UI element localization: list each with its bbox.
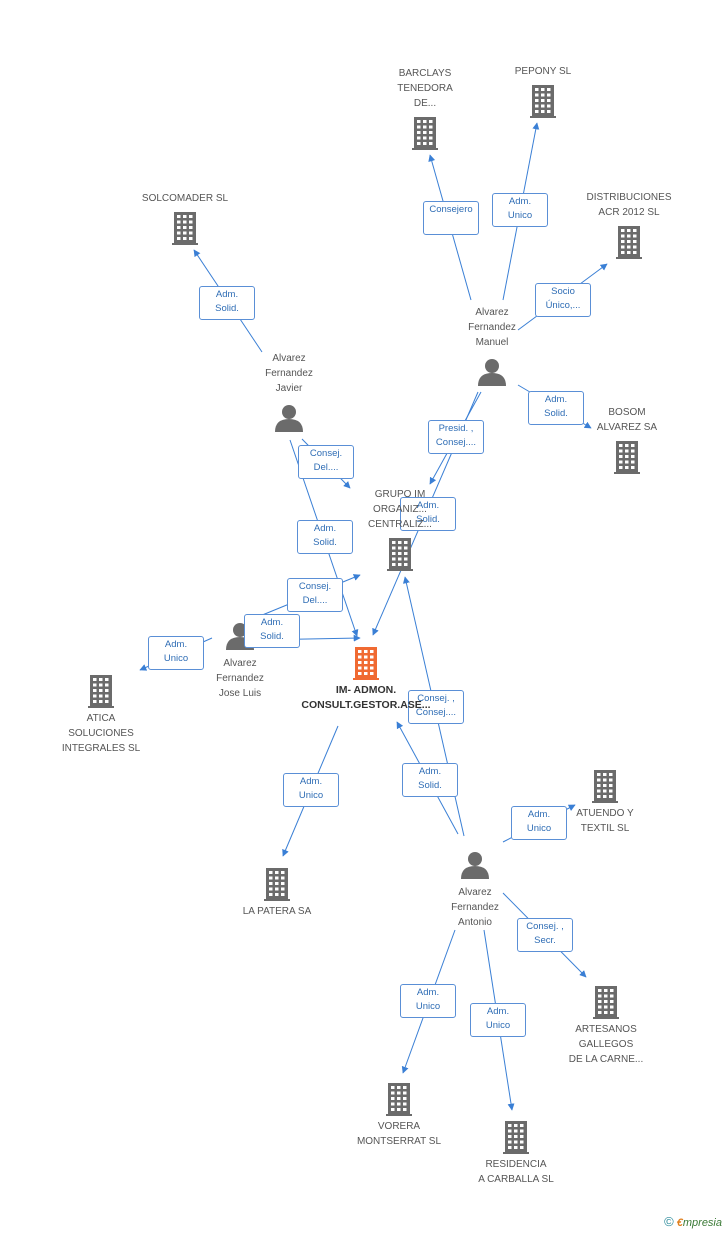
- brand-logo-e: €: [676, 1217, 683, 1229]
- relation-label-antonio-residencia[interactable]: Adm. Unico: [470, 1003, 526, 1037]
- relation-label-antonio-grupo[interactable]: Consej. , Consej....: [408, 690, 464, 724]
- relation-label-manuel-barclays[interactable]: Consejero: [423, 201, 479, 235]
- relation-label-antonio-artesanos[interactable]: Consej. , Secr.: [517, 918, 573, 952]
- node-label-atica: ATICA SOLUCIONES INTEGRALES SL: [61, 713, 141, 754]
- relation-label-im-patera[interactable]: Adm. Unico: [283, 773, 339, 807]
- company-icon-patera[interactable]: [264, 868, 290, 901]
- node-label-grupo: GRUPO IM ORGANIZ... CENTRALIZ...: [368, 489, 432, 530]
- company-icon-artesanos[interactable]: [593, 986, 619, 1019]
- relation-label-javier-solcomader[interactable]: Adm. Solid.: [199, 286, 255, 320]
- relation-label-javier-im[interactable]: Adm. Solid.: [297, 520, 353, 554]
- node-label-solcomader: SOLCOMADER SL: [141, 193, 229, 204]
- node-label-patera: LA PATERA SA: [242, 906, 312, 917]
- relation-label-joseluis-grupo[interactable]: Consej. Del....: [287, 578, 343, 612]
- node-label-vorera: VORERA MONTSERRAT SL: [356, 1121, 442, 1147]
- brand-name: mpresia: [682, 1217, 722, 1229]
- relation-label-manuel-bosom[interactable]: Adm. Solid.: [528, 391, 584, 425]
- company-icon-atica[interactable]: [88, 675, 114, 708]
- company-icon-residencia[interactable]: [503, 1121, 529, 1154]
- copyright-icon: ©: [664, 1214, 674, 1229]
- company-icon-pepony[interactable]: [530, 85, 556, 118]
- relation-label-manuel-pepony[interactable]: Adm. Unico: [492, 193, 548, 227]
- company-icon-vorera[interactable]: [386, 1083, 412, 1116]
- node-label-artesanos: ARTESANOS GALLEGOS DE LA CARNE...: [568, 1024, 644, 1065]
- person-icon-manuel[interactable]: [478, 359, 506, 386]
- company-icon-bosom[interactable]: [614, 441, 640, 474]
- node-label-residencia: RESIDENCIA A CARBALLA SL: [478, 1159, 554, 1185]
- node-label-manuel: Alvarez Fernandez Manuel: [468, 307, 516, 348]
- node-label-bosom: BOSOM ALVAREZ SA: [596, 407, 658, 433]
- company-icon-barclays[interactable]: [412, 117, 438, 150]
- node-label-antonio: Alvarez Fernandez Antonio: [451, 887, 499, 928]
- relation-label-manuel-distribuciones[interactable]: Socio Único,...: [535, 283, 591, 317]
- footer-brand: © €mpresia: [664, 1214, 722, 1229]
- node-label-distribuciones: DISTRIBUCIONES ACR 2012 SL: [586, 192, 672, 218]
- company-icon-distribuciones[interactable]: [616, 226, 642, 259]
- company-icon-im[interactable]: [353, 647, 379, 680]
- node-label-barclays: BARCLAYS TENEDORA DE...: [397, 68, 453, 109]
- node-label-atuendo: ATUENDO Y TEXTIL SL: [576, 808, 634, 834]
- relation-label-joseluis-im[interactable]: Adm. Solid.: [244, 614, 300, 648]
- relation-label-manuel-im[interactable]: Adm. Solid.: [400, 497, 456, 531]
- nodes: [88, 85, 642, 1154]
- node-label-javier: Alvarez Fernandez Javier: [265, 353, 313, 394]
- company-icon-solcomader[interactable]: [172, 212, 198, 245]
- relation-label-antonio-atuendo[interactable]: Adm. Unico: [511, 806, 567, 840]
- company-icon-grupo[interactable]: [387, 538, 413, 571]
- node-label-joseluis: Alvarez Fernandez Jose Luis: [216, 658, 264, 699]
- node-label-pepony: PEPONY SL: [514, 66, 572, 77]
- edges: [139, 122, 608, 1111]
- relation-label-manuel-grupo[interactable]: Presid. , Consej....: [428, 420, 484, 454]
- company-icon-atuendo[interactable]: [592, 770, 618, 803]
- person-icon-javier[interactable]: [275, 405, 303, 432]
- relation-label-joseluis-atica[interactable]: Adm. Unico: [148, 636, 204, 670]
- relation-label-antonio-vorera[interactable]: Adm. Unico: [400, 984, 456, 1018]
- person-icon-antonio[interactable]: [461, 852, 489, 879]
- relation-label-javier-grupo[interactable]: Consej. Del....: [298, 445, 354, 479]
- relation-label-antonio-im[interactable]: Adm. Solid.: [402, 763, 458, 797]
- node-label-im: IM- ADMON. CONSULT.GESTOR.ASE...: [301, 684, 431, 711]
